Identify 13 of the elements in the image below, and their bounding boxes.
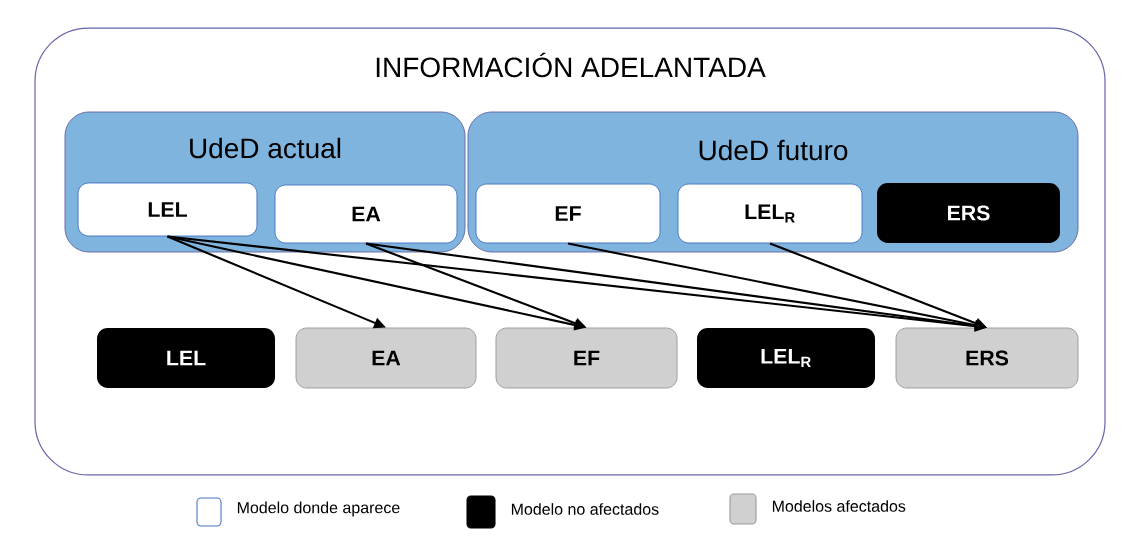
model-box: ERS: [877, 183, 1060, 243]
legend-label: Modelo no afectados: [511, 503, 659, 515]
model-box: EA: [295, 327, 477, 389]
model-box: LEL: [77, 182, 258, 237]
legend-label: Modelo donde aparece: [237, 501, 400, 517]
model-box: ERS: [895, 327, 1079, 389]
legend-label: Modelos afectados: [772, 500, 906, 512]
model-box: LEL: [97, 328, 275, 388]
model-box: LEL$_{R}$: [677, 183, 863, 244]
model-box: LEL$_{R}$: [697, 328, 875, 388]
model-box: EA: [274, 184, 458, 244]
model-box: EF: [495, 327, 678, 389]
model-box: EF: [475, 183, 661, 244]
